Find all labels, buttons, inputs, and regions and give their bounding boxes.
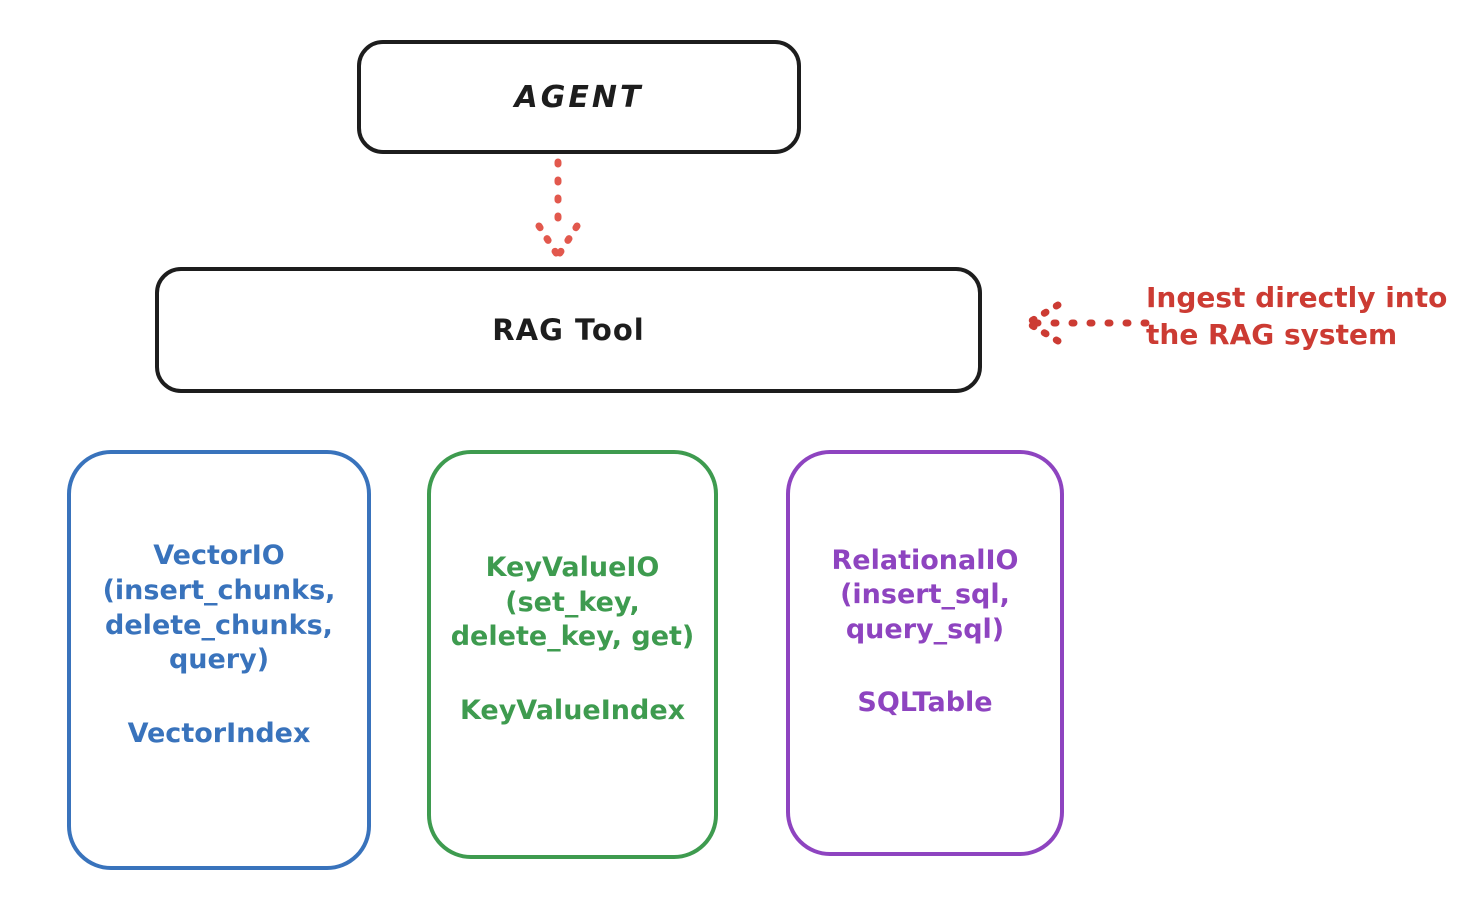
- node-agent[interactable]: AGENT: [357, 40, 801, 154]
- node-relational-io-index: SQLTable: [857, 687, 993, 719]
- node-vector-io-content: VectorIO (insert_chunks, delete_chunks, …: [85, 539, 353, 748]
- node-relational-io[interactable]: RelationalIO (insert_sql, query_sql) SQL…: [786, 450, 1064, 856]
- connector-ingest-head-top: [1024, 301, 1062, 327]
- node-relational-io-api: RelationalIO (insert_sql, query_sql): [831, 544, 1019, 645]
- connector-agent-to-rag-tool: [535, 158, 581, 260]
- node-rag-tool[interactable]: RAG Tool: [155, 267, 982, 393]
- annotation-ingest-note: Ingest directly into the RAG system: [1146, 281, 1448, 351]
- connector-ingest-into-rag-tool: [1024, 301, 1150, 345]
- node-vector-io-index: VectorIndex: [127, 717, 311, 749]
- node-relational-io-content: RelationalIO (insert_sql, query_sql) SQL…: [804, 544, 1046, 719]
- node-key-value-io[interactable]: KeyValueIO (set_key, delete_key, get) Ke…: [427, 450, 718, 859]
- node-rag-tool-label: RAG Tool: [492, 313, 645, 347]
- connector-ingest-head-bottom: [1024, 319, 1062, 345]
- node-key-value-io-index: KeyValueIndex: [459, 694, 686, 726]
- node-key-value-io-content: KeyValueIO (set_key, delete_key, get) Ke…: [445, 551, 700, 726]
- node-agent-label: AGENT: [514, 79, 644, 115]
- connector-agent-to-rag-tool-head-left: [535, 222, 562, 260]
- node-vector-io[interactable]: VectorIO (insert_chunks, delete_chunks, …: [67, 450, 371, 870]
- node-vector-io-api: VectorIO (insert_chunks, delete_chunks, …: [102, 540, 336, 676]
- node-key-value-io-api: KeyValueIO (set_key, delete_key, get): [450, 552, 695, 653]
- connector-agent-to-rag-tool-head-right: [554, 222, 581, 260]
